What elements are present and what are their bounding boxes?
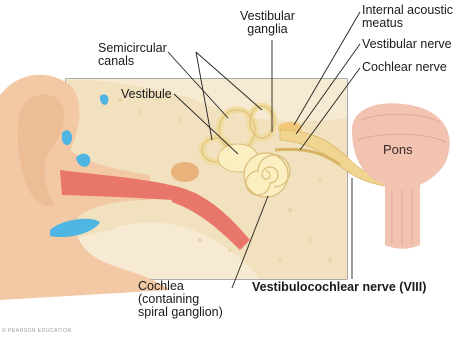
label-line: ganglia (240, 23, 295, 36)
label-vestibular-ganglia: Vestibular ganglia (240, 10, 295, 36)
label-line: canals (98, 55, 167, 68)
label-vestibulocochlear-nerve: Vestibulocochlear nerve (VIII) (252, 281, 426, 294)
ossicles (171, 162, 199, 182)
label-line: meatus (362, 17, 453, 30)
ear-anatomy-diagram: Vestibular ganglia Internal acoustic mea… (0, 0, 468, 331)
label-line: spiral ganglion) (138, 306, 223, 319)
cochlea-shape (244, 153, 288, 197)
label-internal-acoustic-meatus: Internal acoustic meatus (362, 4, 453, 30)
blue-region (62, 130, 72, 145)
copyright-credit: © PEARSON EDUCATION (2, 325, 72, 338)
label-cochlear-nerve: Cochlear nerve (362, 61, 447, 74)
label-vestibular-nerve: Vestibular nerve (362, 38, 452, 51)
label-pons: Pons (383, 143, 413, 156)
label-vestibule: Vestibule (121, 88, 172, 101)
label-semicircular-canals: Semicircular canals (98, 42, 167, 68)
label-cochlea: Cochlea (containing spiral ganglion) (138, 280, 223, 319)
